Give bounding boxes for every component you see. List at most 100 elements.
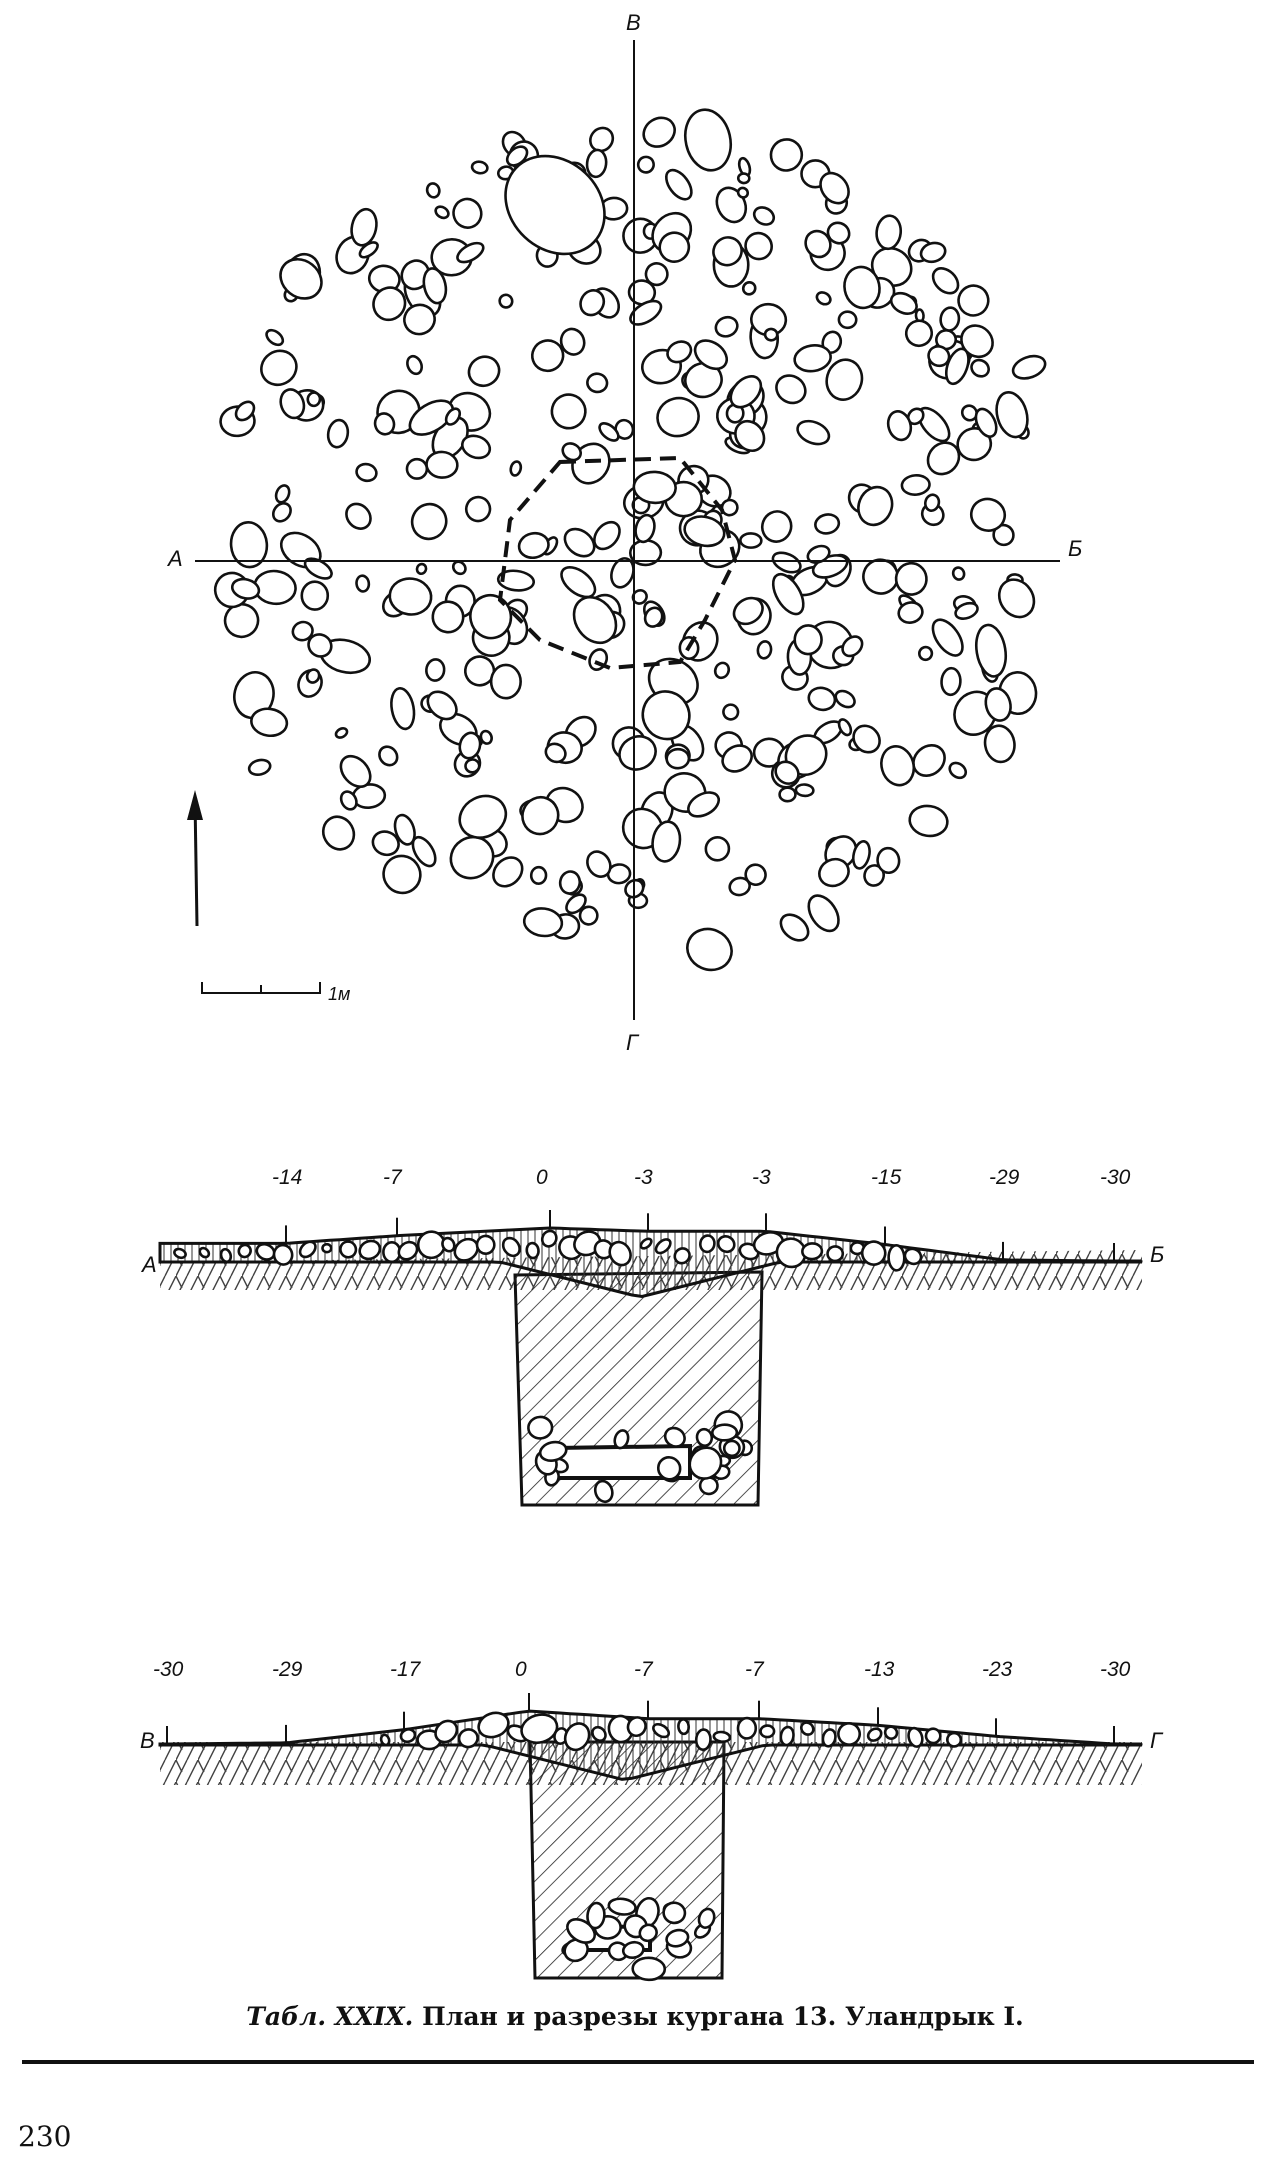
stone [711, 1423, 739, 1442]
axis-label-left: А [166, 546, 183, 571]
stone [837, 1722, 862, 1746]
stone [415, 562, 428, 576]
stone [475, 1234, 496, 1255]
stone [339, 790, 358, 811]
stone [821, 1728, 837, 1748]
stone [851, 840, 871, 870]
elevation-label: -7 [745, 1658, 765, 1681]
stone [591, 1725, 607, 1742]
stone [639, 1237, 653, 1250]
stone [857, 485, 894, 527]
stone [434, 1719, 459, 1744]
stone [736, 186, 750, 199]
stone [586, 850, 612, 878]
stone [593, 1479, 614, 1504]
stone [550, 393, 587, 430]
stone [410, 502, 448, 541]
stone [525, 1241, 540, 1260]
stone [983, 724, 1016, 764]
stone [470, 160, 489, 175]
stone [632, 470, 677, 505]
stone [173, 1247, 187, 1260]
stone [760, 510, 793, 543]
elevation-label: -14 [272, 1166, 302, 1189]
stone [492, 856, 524, 888]
stone [734, 419, 766, 453]
stone [686, 927, 733, 972]
stone [334, 727, 349, 739]
elevation-label: -3 [752, 1166, 771, 1189]
stone [444, 407, 462, 426]
stone [940, 666, 962, 697]
stone [565, 893, 587, 915]
stone [819, 171, 850, 205]
elevation-label: -30 [1100, 1658, 1131, 1681]
section-stones [379, 1711, 963, 1982]
stone [654, 1238, 672, 1255]
stone [759, 1724, 776, 1739]
stone [769, 138, 804, 172]
stone [919, 241, 947, 264]
stone [291, 620, 314, 642]
stone [345, 502, 372, 530]
stone [931, 618, 964, 657]
stone [399, 1728, 417, 1744]
elevation-label: -3 [634, 1166, 653, 1189]
stone [566, 1918, 597, 1944]
stone [866, 1727, 883, 1742]
stone [956, 427, 993, 462]
stone [907, 1726, 924, 1748]
stone [642, 116, 676, 148]
stone [498, 293, 514, 309]
stone [712, 236, 743, 267]
stone [355, 574, 371, 593]
stone [434, 205, 450, 220]
stone [431, 600, 465, 634]
stone [477, 1711, 510, 1739]
stone [613, 1429, 630, 1450]
stone [721, 744, 753, 773]
stone [818, 857, 850, 888]
stone [917, 645, 934, 662]
stone [403, 303, 436, 336]
stone [900, 474, 931, 496]
stone [378, 745, 399, 767]
stone [744, 231, 773, 261]
stone [425, 182, 441, 199]
stone [948, 761, 968, 780]
stone [321, 1242, 333, 1254]
stone [452, 197, 483, 229]
stone [658, 231, 691, 263]
stone [544, 742, 567, 764]
stone [683, 515, 726, 548]
stone [722, 703, 740, 721]
stone [425, 658, 446, 682]
stone [739, 532, 763, 549]
stone [814, 513, 841, 535]
stone [451, 560, 467, 576]
stone [638, 1923, 658, 1943]
stone [457, 1728, 479, 1749]
stone [826, 221, 851, 245]
stone [464, 495, 492, 523]
grave-pit-outline [497, 455, 738, 671]
elevation-label: -17 [390, 1658, 422, 1681]
stone [229, 521, 269, 569]
stone [607, 1897, 637, 1916]
stone [736, 172, 751, 185]
stone [350, 207, 378, 247]
stone [876, 846, 901, 875]
stone [467, 355, 501, 388]
stone [908, 804, 949, 838]
stone [250, 707, 289, 738]
stone [305, 668, 321, 684]
plan-stones [213, 108, 1047, 972]
stone [931, 267, 960, 295]
stone [826, 1245, 845, 1263]
stone [390, 687, 416, 731]
stone [634, 513, 656, 544]
stone [406, 354, 423, 376]
stone [586, 1901, 606, 1930]
stone [883, 1725, 899, 1740]
